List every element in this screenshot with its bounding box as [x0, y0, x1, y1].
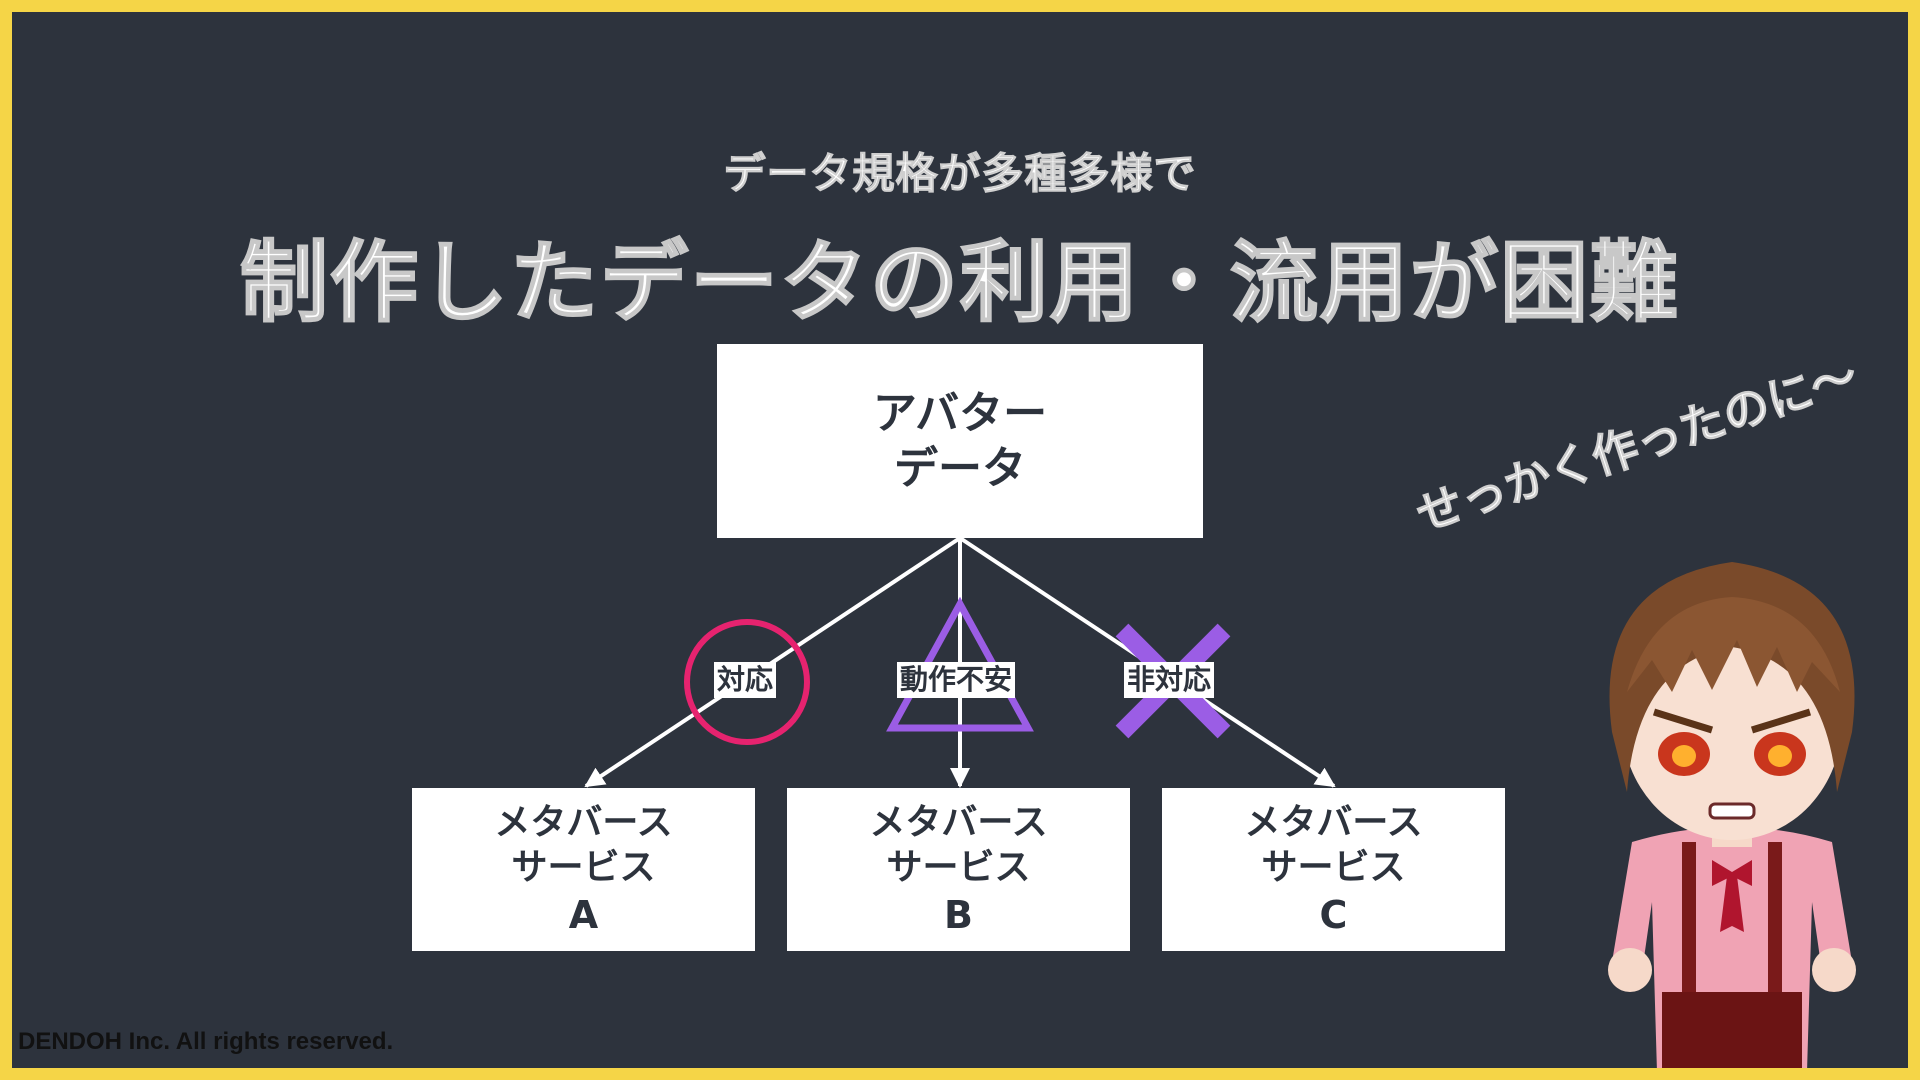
avatar-data-box: アバター データ — [717, 344, 1203, 538]
edge-label-unsupported: 非対応 — [1124, 662, 1215, 698]
circle-icon — [684, 619, 810, 745]
service-box-b: メタバース サービス B — [787, 788, 1130, 951]
edge-label-supported: 対応 — [714, 662, 777, 698]
service-box-c: メタバース サービス C — [1162, 788, 1505, 951]
avatar-data-line1: アバター — [872, 388, 1048, 439]
edge-label-unstable: 動作不安 — [897, 662, 1016, 698]
service-c-line2: サービス — [1261, 846, 1406, 888]
service-a-line1: メタバース — [494, 801, 673, 843]
service-box-a: メタバース サービス A — [412, 788, 755, 951]
service-c-line1: メタバース — [1244, 801, 1423, 843]
slide: データ規格が多種多様で 制作したデータの利用・流用が困難 アバター データ 対応… — [12, 12, 1908, 1068]
service-b-letter: B — [944, 892, 973, 937]
service-b-line2: サービス — [886, 846, 1031, 888]
service-a-letter: A — [568, 892, 599, 937]
service-b-line1: メタバース — [869, 801, 1048, 843]
slide-title: 制作したデータの利用・流用が困難 — [239, 230, 1680, 335]
service-a-line2: サービス — [511, 846, 656, 888]
avatar-data-line2: データ — [894, 443, 1026, 494]
service-c-letter: C — [1319, 892, 1348, 937]
copyright-notice: DENDOH Inc. All rights reserved. — [18, 1028, 394, 1055]
slide-subtitle: データ規格が多種多様で — [723, 149, 1197, 199]
avatar-character-illustration — [1608, 562, 1856, 1068]
